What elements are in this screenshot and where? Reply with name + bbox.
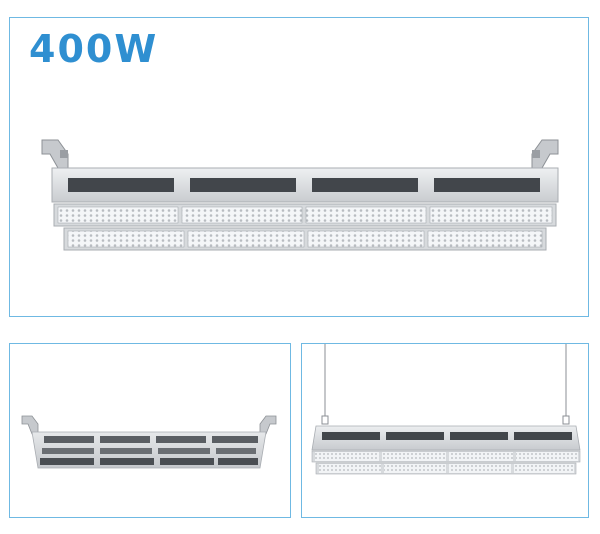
main-product-panel: 400W xyxy=(9,17,589,317)
linear-highbay-light-main-image xyxy=(41,139,559,251)
heat-sink-fins xyxy=(322,432,572,440)
left-bracket xyxy=(21,415,39,435)
led-modules xyxy=(53,203,557,251)
led-modules xyxy=(311,450,581,475)
left-bracket xyxy=(41,139,69,169)
hanging-view-panel xyxy=(301,343,589,518)
suspension-wires xyxy=(324,344,567,416)
heat-sink-fins xyxy=(68,178,540,192)
right-bracket xyxy=(259,415,277,435)
wattage-label: 400W xyxy=(29,27,159,71)
back-view-panel xyxy=(9,343,291,518)
heat-sink-fins xyxy=(40,436,258,465)
right-bracket xyxy=(531,139,559,169)
linear-highbay-light-back-image xyxy=(21,415,277,469)
hooks xyxy=(321,415,570,425)
linear-highbay-light-hanging-image xyxy=(311,344,581,475)
